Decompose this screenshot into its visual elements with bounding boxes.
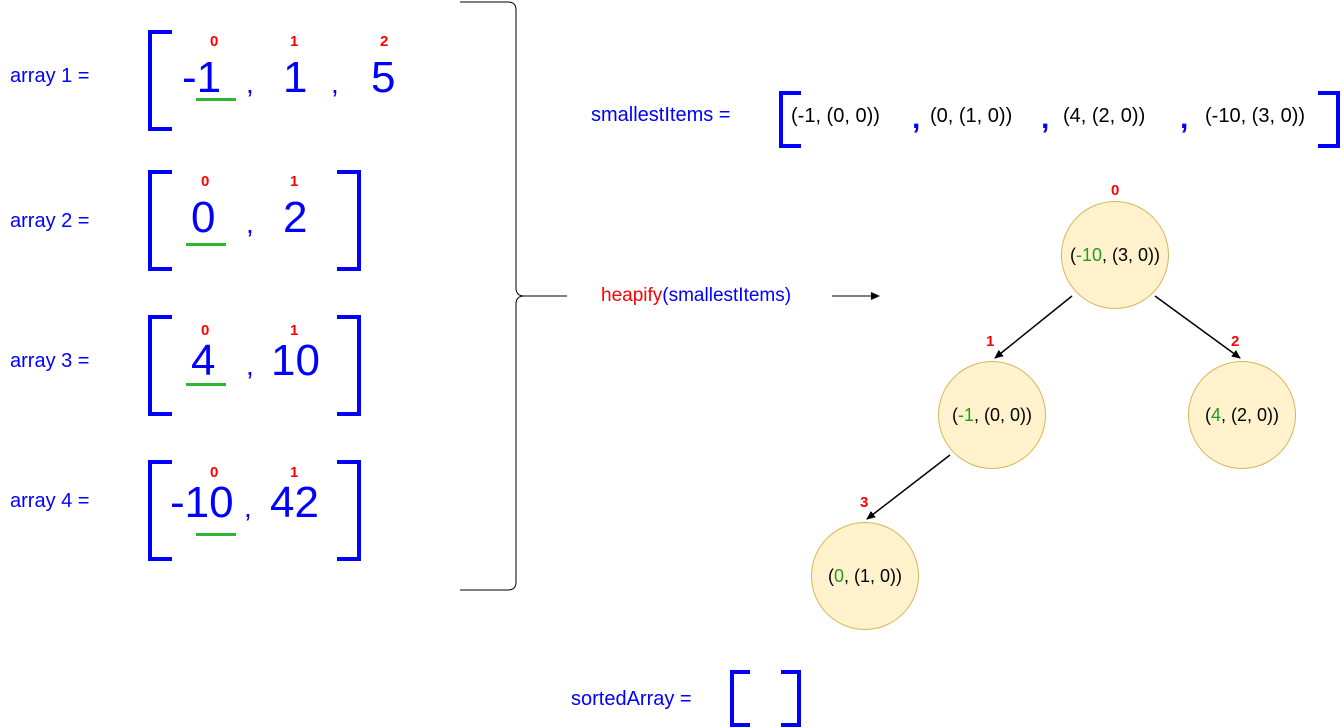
array-3-value-0: 4: [191, 336, 216, 385]
array-1-value-2: 5: [371, 53, 396, 102]
heap-node-1: (-1, (0, 0)): [938, 361, 1046, 469]
smallest-items-open-bracket: [779, 91, 801, 148]
array-4-index-1: 1: [290, 464, 299, 481]
array-4-open-bracket: [148, 460, 172, 561]
array-3-index-0: 0: [201, 322, 210, 339]
smallest-item-0: (-1, (0, 0)): [791, 105, 880, 127]
heap-index-0: 0: [1111, 182, 1120, 199]
array-4-comma: ,: [244, 492, 252, 523]
smallest-items-comma: ,: [1041, 102, 1050, 135]
array-2-label: array 2 =: [10, 210, 90, 232]
smallest-items-comma: ,: [1180, 102, 1189, 135]
smallest-items-comma: ,: [912, 102, 921, 135]
heap-index-2: 2: [1231, 333, 1240, 350]
paren: (: [827, 565, 834, 586]
array-1-value-1: 1: [283, 53, 308, 102]
heap-edge-0-1: [994, 295, 1073, 359]
array-1-comma: ,: [331, 68, 339, 99]
smallest-item-3: (-10, (3, 0)): [1205, 105, 1306, 127]
array-2-index-0: 0: [201, 173, 210, 190]
array-2-close-bracket: [337, 170, 361, 271]
array-2-value-0: 0: [191, 193, 216, 242]
array-4-value-1: 42: [270, 478, 319, 527]
heap-node-0: (-10, (3, 0)): [1061, 201, 1169, 309]
min-underline: [196, 98, 236, 101]
array-4-index-0: 0: [210, 464, 219, 481]
array-2-index-1: 1: [290, 173, 299, 190]
array-1-index-0: 0: [210, 33, 219, 50]
array-4-value-0: -10: [170, 478, 234, 527]
array-1-open-bracket: [148, 30, 172, 131]
heap-node-key: -1: [957, 404, 974, 425]
array-3-open-bracket: [148, 315, 172, 416]
smallest-item-2: (4, (2, 0)): [1063, 105, 1146, 127]
min-underline: [186, 383, 226, 386]
heap-node-rest: , (0, 0)): [974, 404, 1033, 425]
heap-node-key: -10: [1075, 244, 1102, 265]
paren: (: [1204, 404, 1211, 425]
array-1-index-2: 2: [380, 33, 389, 50]
min-underline: [196, 533, 236, 536]
heap-node-rest: , (3, 0)): [1102, 244, 1161, 265]
array-1-label: array 1 =: [10, 65, 90, 87]
heap-node-3: (0, (1, 0)): [811, 522, 919, 630]
array-3-close-bracket: [337, 315, 361, 416]
heap-node-key: 4: [1210, 404, 1221, 425]
array-2-comma: ,: [246, 208, 254, 239]
sorted-array-label: sortedArray =: [571, 688, 692, 710]
paren: (: [951, 404, 958, 425]
smallest-items-label: smallestItems =: [591, 104, 731, 126]
array-4-label: array 4 =: [10, 490, 90, 512]
paren: (: [1069, 244, 1076, 265]
sorted-array-open-bracket: [730, 670, 750, 727]
sorted-array-close-bracket: [781, 670, 801, 727]
array-2-value-1: 2: [283, 193, 308, 242]
array-2-open-bracket: [148, 170, 172, 271]
array-1-value-0: -1: [182, 53, 222, 102]
heap-node-rest: , (2, 0)): [1221, 404, 1280, 425]
heap-index-3: 3: [860, 494, 869, 511]
min-underline: [186, 243, 226, 246]
smallest-item-1: (0, (1, 0)): [930, 105, 1013, 127]
array-3-value-1: 10: [271, 336, 320, 385]
heapify-function-name: heapify: [601, 285, 663, 306]
curly-brace: [460, 1, 567, 591]
smallest-items-close-bracket: [1318, 91, 1340, 148]
array-1-comma: ,: [246, 68, 254, 99]
array-3-label: array 3 =: [10, 350, 90, 372]
heap-node-key: 0: [833, 565, 844, 586]
array-1-index-1: 1: [290, 33, 299, 50]
heapify-argument: (smallestItems): [662, 285, 792, 306]
heap-node-2: (4, (2, 0)): [1188, 361, 1296, 469]
heapify-call: heapify(smallestItems): [601, 285, 791, 307]
heap-index-1: 1: [986, 333, 995, 350]
array-4-close-bracket: [337, 460, 361, 561]
array-3-comma: ,: [246, 350, 254, 381]
heap-node-rest: , (1, 0)): [844, 565, 903, 586]
array-3-index-1: 1: [290, 322, 299, 339]
heap-edge-1-3: [866, 454, 951, 520]
heap-edge-0-2: [1154, 295, 1241, 359]
